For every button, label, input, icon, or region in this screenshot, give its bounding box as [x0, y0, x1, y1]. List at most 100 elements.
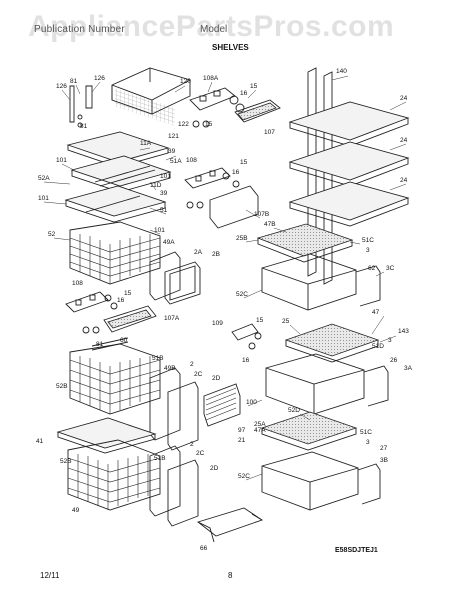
callout: 3: [388, 337, 392, 344]
callout: 2D: [210, 465, 219, 472]
callout: 100: [246, 399, 257, 406]
callout: 108: [186, 157, 197, 164]
callout: 101: [56, 157, 67, 164]
bracket-108: [184, 167, 259, 229]
callout: 16: [117, 297, 125, 304]
callout: 52B: [56, 383, 68, 390]
callout: 25B: [236, 235, 248, 242]
callout: 2B: [212, 251, 220, 258]
basket-49a: [69, 221, 161, 285]
callout: 16: [242, 357, 250, 364]
callout: 21: [238, 437, 246, 444]
callout: 24: [400, 137, 408, 144]
callout: 25: [282, 318, 290, 325]
crisper-25a: [260, 411, 381, 511]
callout: 97: [238, 427, 246, 434]
footer-page-number: 8: [228, 571, 233, 580]
callout: 108A: [203, 75, 219, 82]
callout: 49B: [164, 365, 176, 372]
rail-126: [69, 85, 93, 128]
shelf-41: [56, 417, 157, 454]
callout: 24: [400, 95, 408, 102]
callout: 39: [168, 148, 176, 155]
shelf-24-low: [288, 181, 410, 227]
callout: 49A: [163, 239, 175, 246]
icemaker-108a: [189, 87, 281, 128]
callout: 2C: [196, 450, 205, 457]
callout: 3B: [380, 457, 388, 464]
watermark: AppliancePartsPros.com: [28, 10, 395, 43]
callout: 16: [232, 169, 240, 176]
callout: 120: [180, 78, 191, 85]
diagram-code: E58SDJTEJ1: [335, 547, 378, 554]
basket-49-lower: [67, 439, 161, 511]
callout: 81: [70, 78, 78, 85]
callout: 101: [160, 173, 171, 180]
callout: 101: [38, 195, 49, 202]
callout: 66: [200, 545, 208, 552]
callout: 52D: [288, 407, 300, 414]
bracket-109: [203, 323, 262, 427]
leader-lines: [43, 75, 407, 481]
top-basket-120: [111, 67, 191, 126]
callout: 26: [390, 357, 398, 364]
callout: 2: [190, 441, 194, 448]
bracket-2c-upper: [149, 367, 199, 451]
callout: 143: [398, 328, 409, 335]
header-left-text: Publication Number: [34, 24, 125, 35]
callout: 51B: [152, 355, 164, 362]
callout: 51A: [170, 158, 182, 165]
callout: 15: [250, 83, 258, 90]
callout: 15: [124, 290, 132, 297]
callout: 126: [56, 83, 67, 90]
callout: 60: [120, 337, 128, 344]
callout: 52C: [236, 291, 248, 298]
callout: 140: [336, 68, 347, 75]
callout: 51C: [360, 429, 372, 436]
header-right-text: Model: [200, 24, 228, 35]
basket-52b-upper: [69, 343, 161, 415]
callout: 3C: [386, 265, 395, 272]
footer-date: 12/11: [40, 571, 60, 580]
callout: 3: [366, 247, 370, 254]
callout: 107A: [164, 315, 180, 322]
callout: 41: [36, 438, 44, 445]
callout: 101: [154, 227, 165, 234]
callout: 47B: [264, 221, 276, 228]
tray-66: [197, 507, 264, 543]
callout: 108: [72, 280, 83, 287]
bracket-2c-lower: [149, 445, 199, 527]
bracket-107a: [65, 291, 157, 334]
section-title: SHELVES: [212, 43, 249, 52]
callout: 51B: [154, 455, 166, 462]
callout: 15: [256, 317, 264, 324]
bracket-2a-2b: [149, 251, 201, 305]
callout: 27: [380, 445, 388, 452]
callout: 15: [240, 159, 248, 166]
callout: 15: [205, 121, 213, 128]
callout: 51D: [372, 343, 384, 350]
callout: 47A: [254, 427, 266, 434]
shelf-51: [64, 185, 167, 223]
callout: 49: [72, 507, 80, 514]
callout: 51: [160, 207, 168, 214]
callout: 109: [212, 320, 223, 327]
callout: 2C: [194, 371, 203, 378]
callout: 107: [264, 129, 275, 136]
callout: 11A: [140, 140, 152, 147]
callout: 107B: [254, 211, 269, 218]
callout: 52C: [238, 473, 250, 480]
callout: 126: [94, 75, 105, 82]
callout: 2: [190, 361, 194, 368]
callout: 122: [178, 121, 189, 128]
callout: 51C: [362, 237, 374, 244]
callout: 16: [240, 90, 248, 97]
crisper-47b: [256, 223, 381, 311]
callout: 62: [368, 265, 376, 272]
callout: 2D: [212, 375, 221, 382]
rail-140: [307, 67, 333, 285]
callout: 2A: [194, 249, 203, 256]
callout: 81: [80, 123, 88, 130]
